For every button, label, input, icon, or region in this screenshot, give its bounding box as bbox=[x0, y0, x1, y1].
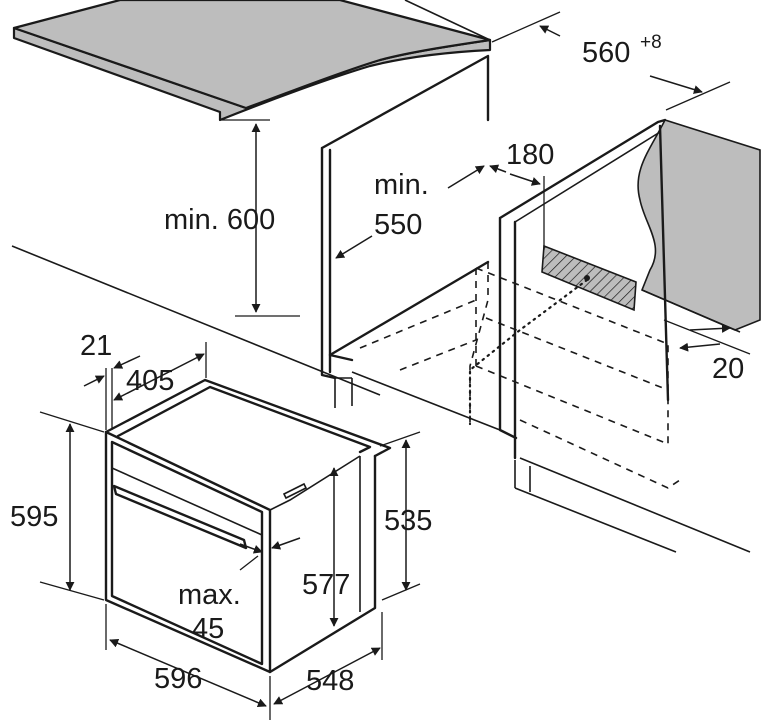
label-min-600: min. 600 bbox=[164, 204, 275, 236]
dim-45-arrow-left bbox=[239, 543, 263, 554]
cabinet-bottom-front bbox=[351, 371, 501, 431]
label-max: max. bbox=[178, 579, 241, 611]
worktop-back-edge bbox=[404, 0, 491, 41]
dim-180-arrow-right bbox=[509, 173, 541, 186]
label-180: 180 bbox=[506, 139, 554, 171]
dimension-labels: min. 600 min. 550 560 +8 180 20 21 405 5… bbox=[10, 32, 744, 697]
oven-handle bbox=[112, 484, 248, 550]
oven-front-inner bbox=[110, 440, 264, 666]
cabinet-left-panel bbox=[320, 54, 490, 380]
niche-outline bbox=[359, 262, 681, 489]
label-405: 405 bbox=[126, 365, 174, 397]
plinth-block bbox=[334, 377, 353, 408]
dim-180-arrow-left bbox=[489, 164, 507, 174]
label-560-tolerance: +8 bbox=[640, 32, 662, 53]
dim-20-arrow-1 bbox=[689, 323, 731, 333]
vent-path bbox=[468, 278, 589, 426]
label-min: min. bbox=[374, 169, 429, 201]
label-535: 535 bbox=[384, 505, 432, 537]
dim-548-line bbox=[273, 647, 381, 705]
cabinet-right-panel bbox=[498, 118, 667, 440]
cabinet-shelf bbox=[328, 260, 490, 362]
label-560: 560 bbox=[582, 37, 630, 69]
label-20: 20 bbox=[712, 353, 744, 385]
oven bbox=[104, 378, 392, 674]
label-550: 550 bbox=[374, 209, 422, 241]
vent-point bbox=[584, 275, 590, 281]
oven-front bbox=[104, 430, 272, 674]
dim-45-arrow-right bbox=[271, 537, 301, 550]
worktop-right bbox=[637, 119, 761, 331]
oven-vent-slot bbox=[282, 482, 308, 500]
oven-door-top bbox=[111, 467, 263, 536]
dim-21-arrow-left bbox=[83, 375, 105, 387]
plinth-line bbox=[519, 457, 751, 553]
dim-20-arrow-2 bbox=[679, 342, 721, 352]
label-45: 45 bbox=[192, 613, 224, 645]
floor-line-left bbox=[11, 245, 381, 396]
label-21: 21 bbox=[80, 330, 112, 362]
dim-550-arrow-right bbox=[447, 165, 485, 189]
dim-560-arrow-left bbox=[539, 25, 561, 37]
label-577: 577 bbox=[302, 569, 350, 601]
label-548: 548 bbox=[306, 665, 354, 697]
plinth-right bbox=[514, 460, 531, 492]
floor-line-right bbox=[514, 487, 677, 553]
worktop-left-top bbox=[12, 0, 492, 110]
oven-top bbox=[104, 378, 392, 458]
dim-550-arrow-left bbox=[335, 235, 373, 259]
dim-405-line bbox=[113, 353, 205, 401]
dimension-lines bbox=[39, 11, 751, 720]
kitchen-cabinet bbox=[11, 0, 761, 553]
label-595: 595 bbox=[10, 501, 58, 533]
dim-596-line bbox=[109, 639, 267, 707]
dim-560-arrow-right bbox=[649, 75, 703, 94]
cabinet-right-top bbox=[514, 131, 661, 223]
oven-front-edge bbox=[269, 455, 361, 511]
cabinet-right-back bbox=[658, 124, 670, 402]
oven-top-inner bbox=[116, 385, 372, 454]
label-596: 596 bbox=[154, 663, 202, 695]
